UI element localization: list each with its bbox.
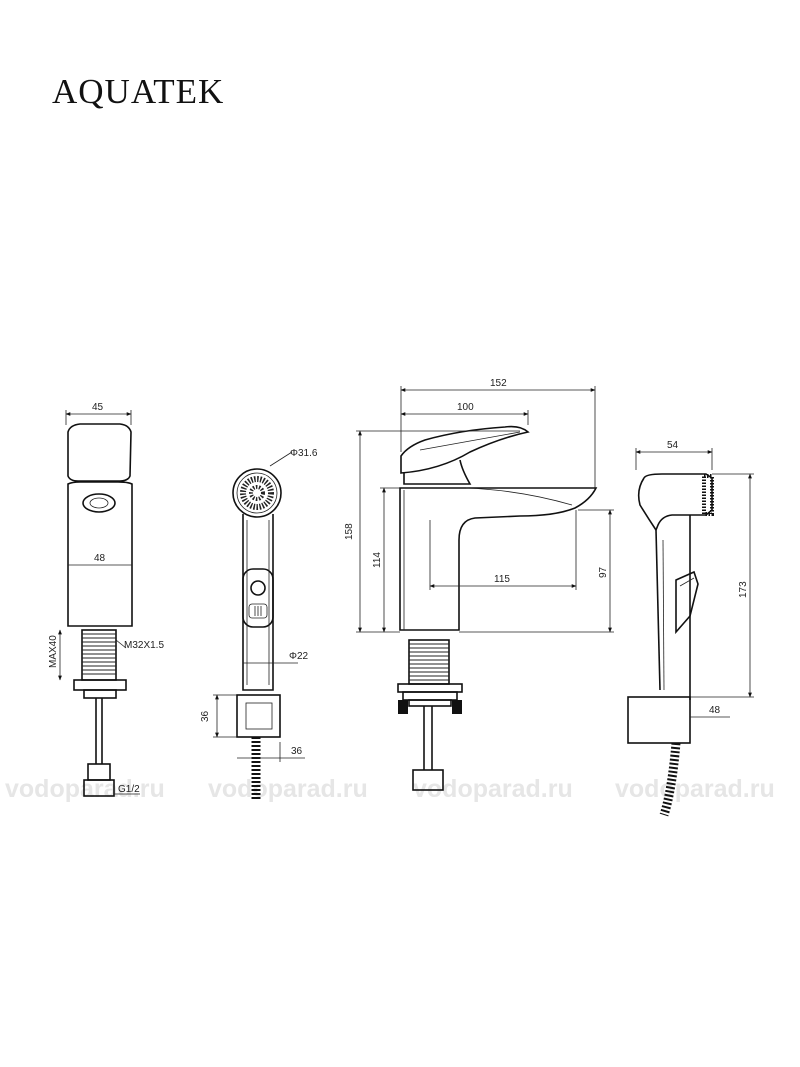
dim-spout-reach: 115 bbox=[494, 574, 510, 585]
dim-connection: G1/2 bbox=[118, 784, 140, 795]
dim-head-depth: 54 bbox=[667, 440, 679, 451]
dim-max-depth: MAX40 bbox=[48, 635, 59, 668]
faucet-front-view: 152 100 158 114 115 97 bbox=[344, 378, 614, 791]
dim-thread: M32X1.5 bbox=[124, 640, 164, 651]
watermark-row: vodoparad.ru vodoparad.ru vodoparad.ru v… bbox=[5, 775, 775, 803]
dim-head-diameter: Φ31.6 bbox=[290, 448, 318, 459]
dim-width-body: 48 bbox=[94, 553, 106, 564]
hand-shower-front-view: Φ31.6 Φ22 36 36 bbox=[200, 448, 318, 800]
watermark-3: vodoparad.ru bbox=[413, 775, 573, 803]
hand-shower-side-view: 54 173 48 bbox=[627, 440, 754, 817]
dim-holder-width: 36 bbox=[291, 746, 303, 757]
dim-spout-height: 97 bbox=[598, 566, 609, 578]
dim-holder-height: 36 bbox=[200, 710, 211, 722]
dim-total-length: 152 bbox=[490, 378, 507, 389]
faucet-side-view: 45 48 M bbox=[48, 402, 164, 797]
dim-handle-diameter: Φ22 bbox=[289, 651, 309, 662]
watermark-4: vodoparad.ru bbox=[615, 775, 775, 803]
threaded-shank bbox=[81, 629, 117, 681]
dim-width-top: 45 bbox=[92, 402, 104, 413]
dim-total-height: 158 bbox=[344, 523, 355, 540]
dim-holder-depth: 48 bbox=[709, 705, 721, 716]
dim-body-height: 114 bbox=[372, 552, 383, 568]
dim-shower-length: 173 bbox=[738, 581, 749, 598]
watermark-2: vodoparad.ru bbox=[208, 775, 368, 803]
brand-logo: AQUATEK bbox=[52, 72, 225, 111]
dim-lever-length: 100 bbox=[457, 402, 474, 413]
